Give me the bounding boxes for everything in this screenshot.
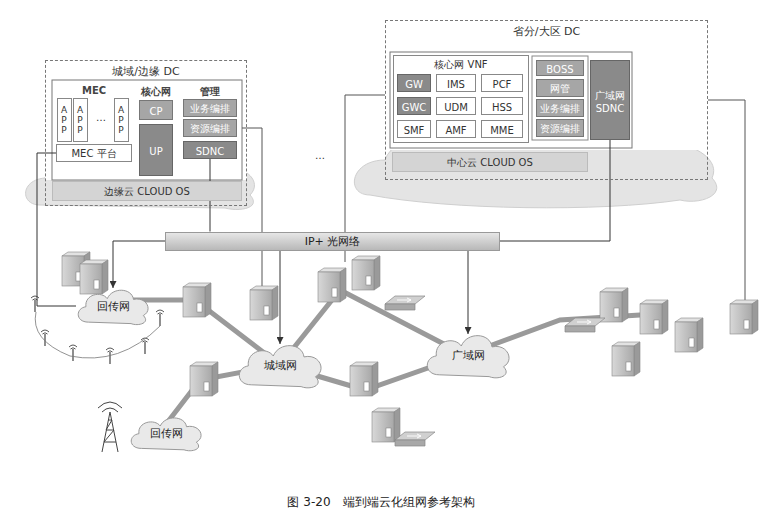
node-text: SDNC xyxy=(196,146,225,157)
cloud-os-band: 边缘云 CLOUD OS xyxy=(52,181,242,201)
network-bar: IP+ 光网络 xyxy=(165,232,500,251)
function-box: BOSS xyxy=(536,60,584,76)
dc-box: 省分/大区 DC 核心网 VNF GW IMS PCF GWC UDM HSS SMF AMF MM… xyxy=(385,20,708,180)
node-text: AMF xyxy=(445,125,466,136)
network-cloud: 城域网 xyxy=(232,338,328,392)
network-cloud: 回传网 xyxy=(125,412,207,454)
function-box: HSS xyxy=(481,97,523,115)
function-box: 资源编排 xyxy=(536,119,584,137)
node-text: 回传网 xyxy=(97,299,130,314)
cloud-outline xyxy=(131,418,201,451)
node-text: 城域网 xyxy=(264,358,297,373)
node-text: GWC xyxy=(402,102,427,113)
node-text: MEC xyxy=(55,85,133,96)
ellipsis-label: … xyxy=(300,150,340,161)
node-text: CP xyxy=(149,106,162,117)
connector xyxy=(37,153,76,306)
vnf-group: 核心网 VNF GW IMS PCF GWC UDM HSS SMF AMF MME xyxy=(393,55,529,143)
node-text: UDM xyxy=(444,102,468,113)
function-box: IMS xyxy=(436,74,476,92)
node-text: MME xyxy=(490,125,514,136)
node-text: 核心网 xyxy=(137,85,175,99)
function-box: PCF xyxy=(481,74,523,92)
app-box: APP xyxy=(73,98,88,142)
connector xyxy=(113,241,165,288)
node-text: UP xyxy=(149,146,162,157)
node-text: APP xyxy=(60,106,69,136)
node-text: MEC 平台 xyxy=(71,147,116,161)
function-box: UP xyxy=(139,124,173,176)
column-group: 管理业务编排资源编排 SDNC xyxy=(180,82,240,162)
node-text: IMS xyxy=(447,79,465,90)
sdnc-box: 广域网 SDNC xyxy=(590,60,630,140)
function-box: SDNC xyxy=(183,141,237,159)
function-box: 网管 xyxy=(536,79,584,97)
node-text: SMF xyxy=(404,125,425,136)
function-box: 业务编排 xyxy=(183,99,237,117)
dc-box: 城域/边缘 DC MEC APP APP APP MEC 平台 核心网 CP UP 管理业务编排资… xyxy=(45,60,247,206)
app-box: APP xyxy=(114,98,129,142)
function-box: GWC xyxy=(397,97,431,115)
node-text: APP xyxy=(76,106,85,136)
connector xyxy=(468,251,469,335)
node-text: 边缘云 CLOUD OS xyxy=(104,185,190,199)
node-text: 网管 xyxy=(550,82,570,96)
node-text: 回传网 xyxy=(150,426,183,441)
network-cloud: 广域网 xyxy=(420,328,516,382)
function-box: CP xyxy=(139,100,173,120)
node-text: IP+ 光网络 xyxy=(305,234,361,249)
app-box: APP xyxy=(57,98,72,142)
cloud-outline xyxy=(78,290,148,324)
function-box: SMF xyxy=(397,120,431,138)
platform-box: MEC 平台 xyxy=(56,144,132,162)
function-box: MME xyxy=(481,120,523,138)
node-text: APP xyxy=(117,106,126,136)
ellipsis-label: … xyxy=(89,112,113,123)
node-text: 资源编排 xyxy=(190,122,230,136)
function-box: 业务编排 xyxy=(536,99,584,117)
node-text: 资源编排 xyxy=(540,122,580,136)
node-text: 核心网 VNF xyxy=(394,58,528,72)
node-text: 广域网 xyxy=(452,348,485,363)
node-text: PCF xyxy=(493,79,512,90)
node-text: 广域网 SDNC xyxy=(591,89,629,114)
node-text: GW xyxy=(405,79,423,90)
column-group: 核心网 CP UP xyxy=(136,82,176,178)
node-text: 城域/边缘 DC xyxy=(46,64,246,79)
network-cloud: 回传网 xyxy=(72,284,154,328)
node-text: 管理 xyxy=(181,85,239,99)
node-text: 业务编排 xyxy=(190,102,230,116)
function-box: AMF xyxy=(436,120,476,138)
function-box: GW xyxy=(397,74,431,92)
figure-caption: 图 3-20 端到端云化组网参考架构 xyxy=(0,494,762,511)
node-text: BOSS xyxy=(546,64,573,75)
node-text: 中心云 CLOUD OS xyxy=(447,156,533,170)
cloud-outline xyxy=(239,346,321,388)
column-group: MEC APP APP APP MEC 平台 xyxy=(54,82,134,164)
connector xyxy=(280,251,281,345)
cloud-os-band: 中心云 CLOUD OS xyxy=(392,152,588,172)
node-text: 省分/大区 DC xyxy=(386,24,707,39)
node-text: 业务编排 xyxy=(540,102,580,116)
node-text: HSS xyxy=(492,102,512,113)
function-box: 资源编排 xyxy=(183,119,237,137)
function-box: UDM xyxy=(436,97,476,115)
cloud-outline xyxy=(427,336,509,378)
